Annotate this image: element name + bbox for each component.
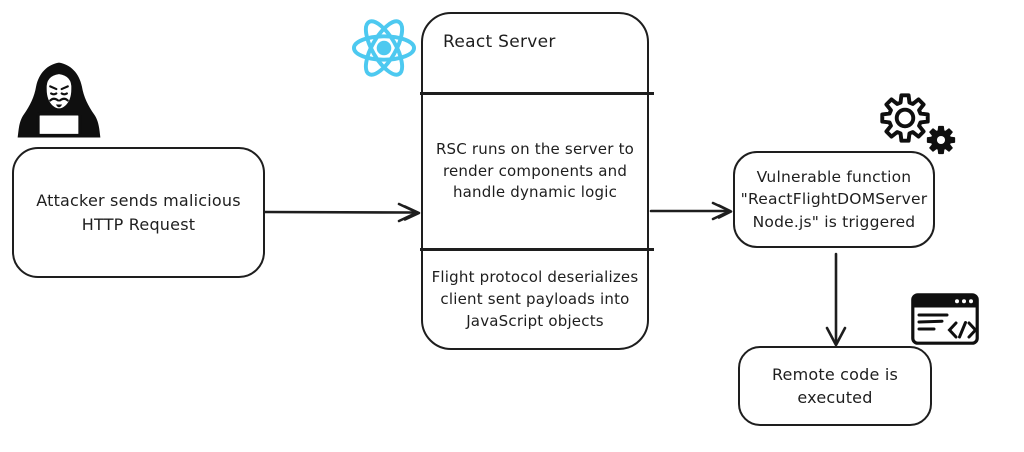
gears-icon <box>872 92 967 158</box>
vulnerable-function-label: Vulnerable function "ReactFlightDOMServe… <box>740 167 928 231</box>
remote-code-label: Remote code is executed <box>771 364 899 407</box>
attacker-node: Attacker sends malicious HTTP Request <box>12 147 265 278</box>
arrow-server-to-function <box>649 201 733 221</box>
rsc-section-label: RSC runs on the server to render compone… <box>435 139 635 202</box>
server-divider-top <box>420 92 654 95</box>
hacker-icon <box>15 60 103 148</box>
remote-code-node: Remote code is executed <box>738 346 932 426</box>
arrow-function-to-execution <box>825 252 847 347</box>
browser-code-icon <box>911 293 979 345</box>
server-divider-bottom <box>420 248 654 251</box>
react-logo-icon <box>349 13 419 83</box>
flight-section-label: Flight protocol deserializes client sent… <box>431 268 639 330</box>
flight-section: Flight protocol deserializes client sent… <box>423 251 647 349</box>
react-server-node: React Server RSC runs on the server to r… <box>420 12 654 350</box>
rsc-section: RSC runs on the server to render compone… <box>423 95 647 248</box>
react-server-title: React Server <box>443 32 556 52</box>
attacker-label: Attacker sends malicious HTTP Request <box>36 191 241 234</box>
vulnerable-function-node: Vulnerable function "ReactFlightDOMServe… <box>733 151 935 248</box>
arrow-attacker-to-server <box>263 202 421 223</box>
